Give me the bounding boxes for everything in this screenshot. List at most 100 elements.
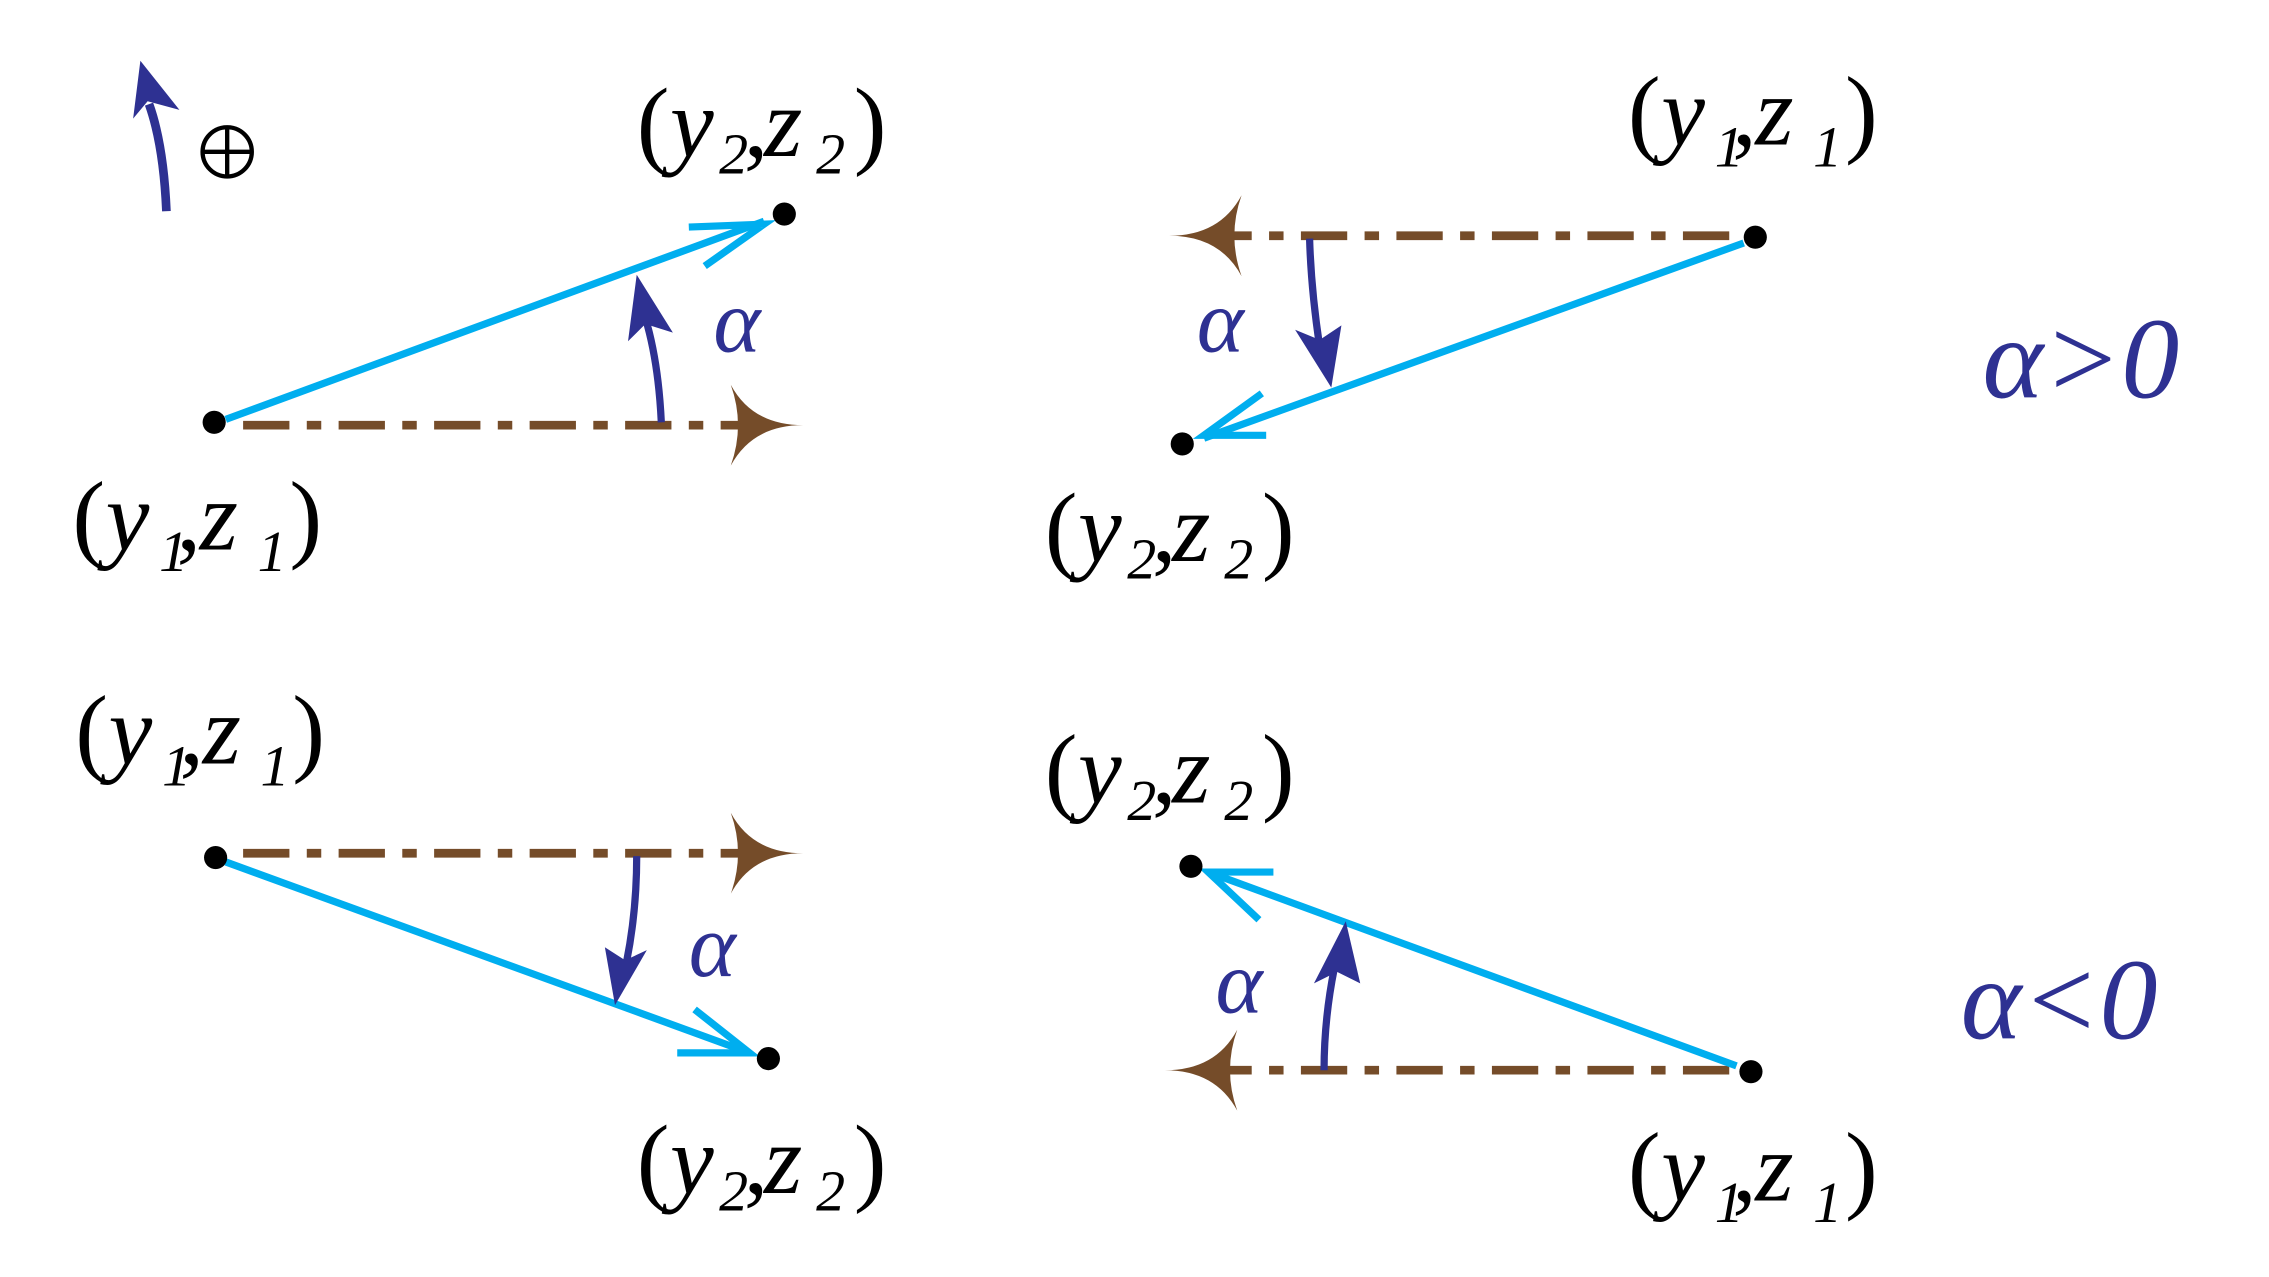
- angle-arc-arrow: [1295, 238, 1342, 388]
- svg-text:): ): [289, 463, 322, 572]
- end-point-label: ( y 2 , z 2 ): [637, 1106, 887, 1223]
- svg-text:1: 1: [159, 519, 188, 584]
- svg-text:z: z: [1753, 58, 1793, 167]
- alpha-label: α: [1216, 933, 1265, 1032]
- svg-text:2: 2: [816, 1158, 845, 1223]
- start-point-label: ( y 1 , z 1 ): [72, 463, 322, 585]
- svg-text:1: 1: [1715, 1170, 1744, 1235]
- svg-text:,: ,: [1152, 716, 1177, 825]
- svg-text:y: y: [1069, 474, 1122, 583]
- panel-bottom-left: α ( y 1 , z 1 ) ( y 2 , z 2 ): [75, 677, 886, 1224]
- svg-text:z: z: [198, 463, 238, 572]
- angle-arc-arrow: [1313, 921, 1361, 1071]
- svg-text:1: 1: [1813, 114, 1842, 179]
- vector-line: [1207, 868, 1738, 1070]
- svg-text:z: z: [1170, 474, 1210, 583]
- svg-text:): ): [1845, 58, 1878, 167]
- svg-text:2: 2: [719, 1158, 748, 1223]
- vector-arrowhead-icon: [1192, 390, 1267, 439]
- svg-text:z: z: [762, 69, 802, 178]
- alpha-label: α: [713, 272, 762, 371]
- condition-label-negative: α<0: [1961, 936, 2158, 1064]
- start-point-label: ( y 1 , z 1 ): [1628, 58, 1878, 180]
- positive-rotation-symbol-icon: [200, 125, 254, 179]
- svg-text:,: ,: [744, 69, 769, 178]
- reference-arrowhead-icon: [730, 384, 804, 466]
- start-point-label: ( y 1 , z 1 ): [75, 677, 325, 799]
- start-point: [1743, 225, 1767, 249]
- svg-text:,: ,: [179, 677, 204, 786]
- vector-arrowhead-icon: [688, 220, 777, 270]
- reference-arrowhead-icon: [1169, 195, 1242, 277]
- svg-text:1: 1: [260, 733, 289, 798]
- svg-text:(: (: [637, 1106, 670, 1215]
- svg-text:(: (: [75, 677, 108, 786]
- svg-text:2: 2: [1127, 768, 1156, 833]
- svg-text:(: (: [1628, 1113, 1661, 1222]
- svg-text:): ): [1262, 716, 1295, 825]
- svg-text:y: y: [661, 69, 714, 178]
- vector-line: [224, 217, 766, 423]
- panel-top-left: α ( y 2 , z 2 ) ( y 1 , z 1 ): [72, 69, 886, 584]
- start-point: [1739, 1060, 1763, 1084]
- end-point: [1179, 854, 1203, 878]
- svg-text:y: y: [1069, 716, 1122, 825]
- svg-text:): ): [854, 1106, 887, 1215]
- svg-text:y: y: [661, 1106, 714, 1215]
- svg-text:(: (: [1628, 58, 1661, 167]
- svg-text:,: ,: [1152, 474, 1177, 583]
- vector-line: [224, 858, 751, 1057]
- vector-line: [1202, 239, 1745, 442]
- svg-text:1: 1: [258, 519, 287, 584]
- svg-text:2: 2: [1224, 526, 1253, 591]
- svg-text:z: z: [1170, 716, 1210, 825]
- end-point: [1170, 432, 1194, 456]
- start-point-label: ( y 1 , z 1 ): [1628, 1113, 1878, 1235]
- end-point: [756, 1047, 780, 1071]
- svg-text:2: 2: [719, 122, 748, 187]
- end-point-label: ( y 2 , z 2 ): [1045, 716, 1295, 833]
- reference-arrowhead-icon: [1164, 1029, 1238, 1111]
- svg-text:): ): [292, 677, 325, 786]
- svg-text:(: (: [1045, 474, 1078, 583]
- svg-text:y: y: [97, 463, 150, 572]
- start-point: [202, 410, 226, 434]
- svg-text:2: 2: [816, 122, 845, 187]
- alpha-label: α: [1197, 272, 1246, 371]
- svg-text:): ): [1845, 1113, 1878, 1222]
- svg-text:y: y: [1652, 1113, 1705, 1222]
- svg-text:): ): [1262, 474, 1295, 583]
- angle-arc-arrow: [628, 274, 673, 423]
- svg-text:,: ,: [744, 1106, 769, 1215]
- svg-text:2: 2: [1224, 768, 1253, 833]
- reference-arrowhead-icon: [730, 812, 804, 894]
- svg-text:(: (: [1045, 716, 1078, 825]
- svg-text:y: y: [100, 677, 153, 786]
- counterclockwise-rotation-arrow-icon: [133, 60, 180, 212]
- condition-label-positive: α>0: [1982, 296, 2179, 424]
- angle-arc-arrow: [604, 856, 647, 1006]
- svg-text:(: (: [637, 69, 670, 178]
- svg-text:z: z: [762, 1106, 802, 1215]
- svg-text:2: 2: [1127, 526, 1156, 591]
- svg-text:1: 1: [1813, 1170, 1842, 1235]
- vector-arrowhead-icon: [1199, 868, 1274, 923]
- panel-bottom-right: α ( y 2 , z 2 ) ( y 1 , z 1 ) α<0: [1045, 716, 2158, 1235]
- panel-top-right: α ( y 1 , z 1 ) ( y 2 , z 2 ) α>0: [1045, 58, 2179, 592]
- svg-text:1: 1: [1715, 114, 1744, 179]
- svg-text:,: ,: [1732, 1113, 1757, 1222]
- svg-text:,: ,: [177, 463, 202, 572]
- start-point: [204, 846, 228, 870]
- svg-text:,: ,: [1732, 58, 1757, 167]
- legend: [133, 60, 254, 212]
- end-point-label: ( y 2 , z 2 ): [637, 69, 887, 186]
- svg-text:(: (: [72, 463, 105, 572]
- alpha-label: α: [689, 897, 738, 996]
- svg-text:y: y: [1652, 58, 1705, 167]
- end-point: [772, 202, 796, 226]
- svg-text:z: z: [1753, 1113, 1793, 1222]
- end-point-label: ( y 2 , z 2 ): [1045, 474, 1295, 591]
- svg-text:z: z: [201, 677, 241, 786]
- vector-arrowhead-icon: [677, 1006, 761, 1057]
